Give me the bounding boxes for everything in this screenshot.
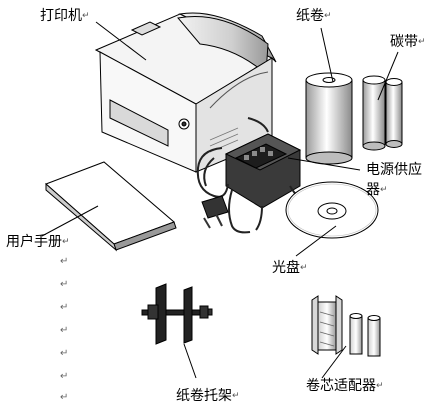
empty-paragraph-mark: ↵ (60, 325, 69, 336)
cd-label: 光盘↵ (272, 260, 308, 276)
cd-label-text: 光盘 (272, 260, 300, 276)
roll-holder-label: 纸卷托架↵ (176, 388, 240, 404)
core-adapter-label-paragraph-mark: ↵ (376, 381, 384, 391)
power-supply-label-line-2: 器↵ (366, 182, 388, 198)
paper-roll-label-paragraph-mark: ↵ (324, 11, 332, 21)
power-supply-label-text-2: 器 (366, 182, 380, 198)
printer-label: 打印机↵ (40, 8, 90, 24)
ribbon-label-text: 碳带 (390, 34, 418, 50)
empty-paragraph-mark: ↵ (60, 302, 69, 313)
empty-paragraph-mark: ↵ (60, 348, 69, 359)
cd-leader-line (295, 225, 337, 257)
user-manual-label: 用户手册↵ (6, 234, 70, 250)
roll-holder-label-paragraph-mark: ↵ (232, 391, 240, 401)
printer-leader-line (95, 21, 147, 61)
core-adapter-label: 卷芯适配器↵ (306, 378, 384, 394)
cd-illustration (285, 181, 379, 239)
power-supply-label-text-1: 电源供应 (366, 162, 422, 178)
roll-holder-label-text: 纸卷托架 (176, 388, 232, 404)
paper-roll-label-text: 纸卷 (296, 8, 324, 24)
core-adapter-illustration (311, 295, 381, 357)
ribbon-illustration (362, 75, 403, 151)
core-adapter-leader-line (321, 345, 347, 379)
roll-holder-leader-line (183, 343, 197, 379)
empty-paragraph-mark: ↵ (60, 371, 69, 382)
power-supply-label-line-1: 电源供应 (366, 162, 422, 178)
user-manual-label-text: 用户手册 (6, 234, 62, 250)
empty-paragraph-mark: ↵ (60, 279, 69, 290)
cd-label-paragraph-mark: ↵ (300, 263, 308, 273)
user-manual-label-paragraph-mark: ↵ (62, 237, 70, 247)
power-supply-illustration (196, 117, 302, 234)
ribbon-label: 碳带↵ (390, 34, 426, 50)
printer-label-paragraph-mark: ↵ (82, 11, 90, 21)
printer-illustration (94, 12, 277, 173)
user-manual-leader-line (41, 205, 99, 237)
user-manual-illustration (45, 161, 177, 252)
paper-roll-leader-line (320, 27, 334, 83)
power-supply-leader-line (287, 157, 361, 171)
empty-paragraph-mark: ↵ (60, 392, 69, 403)
empty-paragraph-mark: ↵ (60, 256, 69, 267)
power-supply-label-paragraph-mark: ↵ (380, 185, 388, 195)
roll-holder-illustration (141, 283, 213, 345)
paper-roll-illustration (305, 72, 353, 165)
ribbon-label-paragraph-mark: ↵ (418, 37, 426, 47)
core-adapter-label-text: 卷芯适配器 (306, 378, 376, 394)
ribbon-leader-line (377, 51, 399, 101)
printer-label-text: 打印机 (40, 8, 82, 24)
paper-roll-label: 纸卷↵ (296, 8, 332, 24)
